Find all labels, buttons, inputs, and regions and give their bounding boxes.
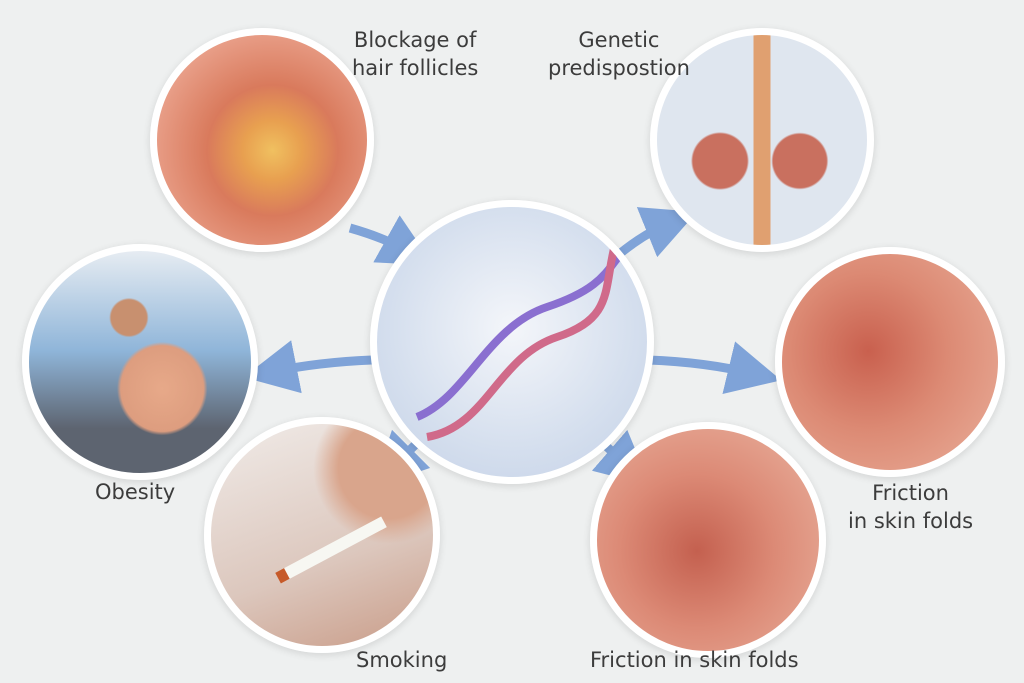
label-smoking: Smoking <box>356 648 448 672</box>
label-friction-right: Friction in skin folds <box>848 479 973 535</box>
dna-center-illustration <box>370 200 654 484</box>
friction-skin-fold-right-illustration <box>775 247 1005 477</box>
label-friction-bottom: Friction in skin folds <box>590 648 799 672</box>
arrow-to-center-from-follicles <box>348 215 434 266</box>
hair-follicle-illustration <box>150 28 374 252</box>
dna-helix-icon <box>415 235 630 441</box>
smoking-illustration <box>204 417 440 653</box>
label-line: hair follicles <box>352 56 479 80</box>
label-line: Genetic <box>578 28 660 52</box>
label-line: predispostion <box>548 56 690 80</box>
label-hair-follicles: Blockage of hair follicles <box>352 26 478 82</box>
genetic-organs-illustration <box>650 28 874 252</box>
label-line: Friction <box>872 481 949 505</box>
cigarette-icon <box>275 516 387 584</box>
label-obesity: Obesity <box>95 480 176 504</box>
label-line: Blockage of <box>353 28 477 52</box>
arrow-to-friction-right <box>647 341 782 394</box>
arrow-to-obesity <box>243 340 373 394</box>
friction-skin-fold-bottom-illustration <box>590 422 826 658</box>
label-line: in skin folds <box>848 509 974 533</box>
obesity-illustration <box>22 244 258 480</box>
label-genetic: Genetic predispostion <box>548 26 690 82</box>
